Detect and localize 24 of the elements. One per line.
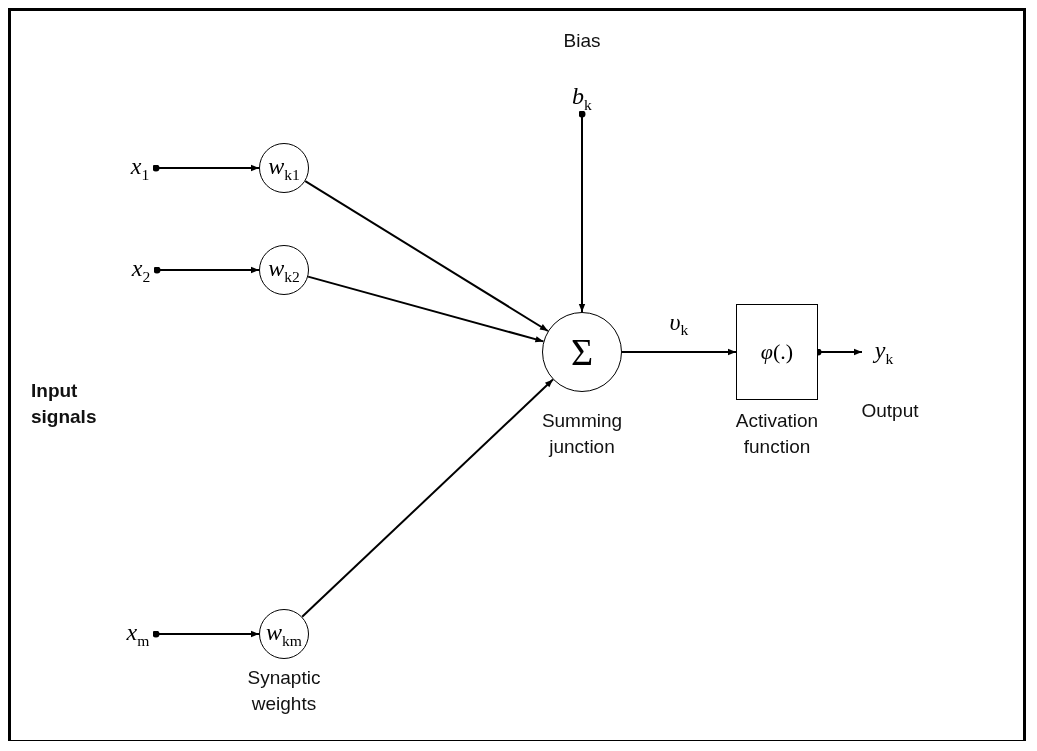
node-caption: Output xyxy=(861,399,919,423)
node-caption: Bias xyxy=(563,29,601,53)
arrow xyxy=(578,110,586,313)
weight-circle: w$_{k1}$ xyxy=(259,143,309,193)
node-caption: Summing junction xyxy=(540,409,624,459)
weight-circle: w$_{k2}$ xyxy=(259,245,309,295)
weight-circle: w$_{km}$ xyxy=(259,609,309,659)
arrow xyxy=(301,378,554,618)
arrow xyxy=(304,180,549,332)
math-symbol: x$_{1}$ xyxy=(124,152,156,184)
math-symbol: x$_{2}$ xyxy=(125,254,157,286)
activation-box: φ(.) xyxy=(736,304,818,400)
group-label: Input signals xyxy=(31,379,98,429)
math-symbol: x$_{m}$ xyxy=(120,618,156,650)
node-caption: Synaptic weights xyxy=(246,666,322,716)
node-caption: Activation function xyxy=(734,409,820,459)
arrow xyxy=(621,348,737,356)
summing-junction-circle: Σ xyxy=(542,312,622,392)
arrow xyxy=(153,266,260,274)
arrow xyxy=(152,630,260,638)
arrow xyxy=(152,164,260,172)
math-symbol: b$_{k}$ xyxy=(566,82,598,114)
math-symbol: y$_{k}$ xyxy=(862,324,906,380)
arrow xyxy=(307,275,545,343)
